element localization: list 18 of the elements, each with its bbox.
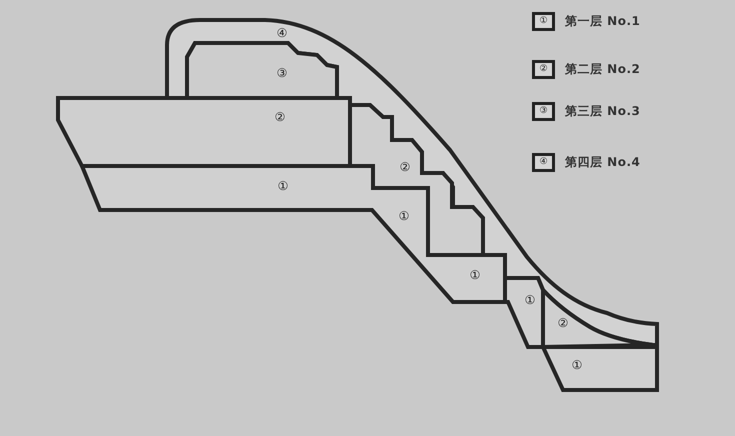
layer-number: ② bbox=[400, 160, 410, 174]
layer-number: ③ bbox=[276, 66, 288, 80]
legend-key: ② bbox=[532, 60, 555, 79]
layer-number: ① bbox=[398, 209, 410, 223]
layer-number: ② bbox=[274, 110, 286, 124]
layer-number: ① bbox=[278, 179, 288, 193]
legend-key: ④ bbox=[532, 153, 555, 172]
layer-number: ① bbox=[524, 293, 536, 307]
layer-number: ① bbox=[470, 268, 480, 282]
layer-number: ① bbox=[572, 358, 582, 372]
layer-number: ④ bbox=[276, 26, 288, 40]
legend-text: 第二层 No.2 bbox=[565, 61, 640, 78]
layer-number: ② bbox=[558, 316, 568, 330]
legend-text: 第三层 No.3 bbox=[565, 103, 640, 120]
legend-text: 第一层 No.1 bbox=[565, 13, 640, 30]
legend-key: ① bbox=[532, 12, 555, 31]
legend-key: ③ bbox=[532, 102, 555, 121]
legend-text: 第四层 No.4 bbox=[565, 154, 640, 171]
